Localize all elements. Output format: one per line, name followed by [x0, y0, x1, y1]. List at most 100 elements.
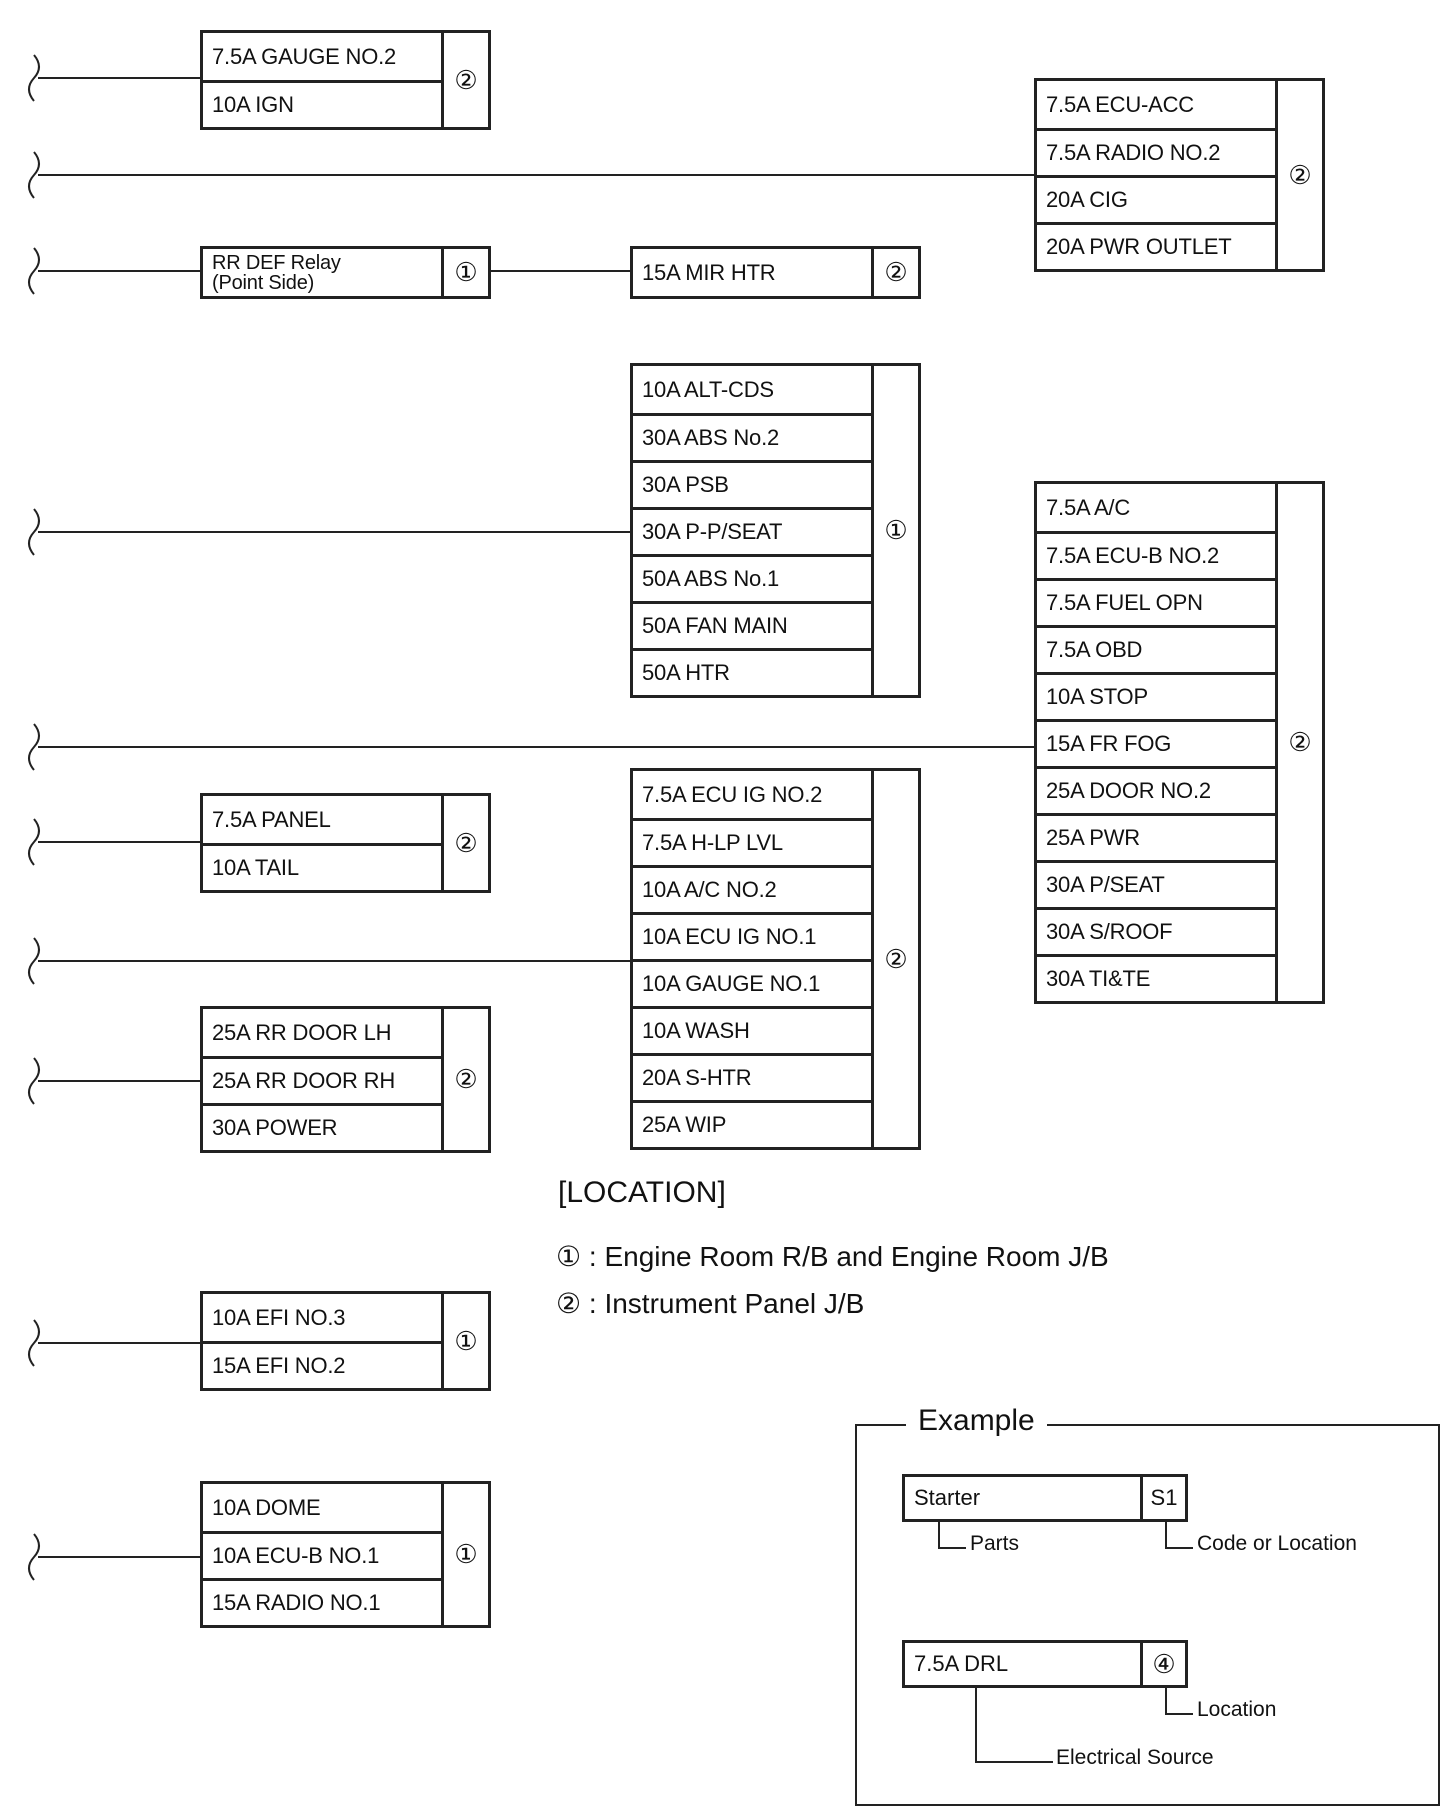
fuse-list: 7.5A PANEL 10A TAIL [203, 796, 444, 890]
location-marker: ② [454, 827, 478, 858]
location-marker: ② [454, 64, 478, 95]
leader-line [975, 1686, 1053, 1763]
break-mark [28, 54, 40, 102]
break-mark [28, 508, 40, 556]
fuse-item: 10A ECU IG NO.1 [633, 912, 871, 959]
fuse-item: 7.5A ECU-B NO.2 [1037, 531, 1275, 578]
fuse-group-panel: 7.5A PANEL 10A TAIL ② [200, 793, 491, 893]
fuse-group-ecu-acc: 7.5A ECU-ACC 7.5A RADIO NO.2 20A CIG 20A… [1034, 78, 1325, 272]
location-marker: ① [454, 1539, 478, 1569]
fuse-list: 10A ALT-CDS 30A ABS No.2 30A PSB 30A P-P… [633, 366, 874, 695]
relay-item: RR DEF Relay (Point Side) [212, 251, 341, 294]
fuse-item: 10A IGN [203, 80, 441, 127]
fuse-group-ac: 7.5A A/C 7.5A ECU-B NO.2 7.5A FUEL OPN 7… [1034, 481, 1325, 1004]
break-mark [28, 937, 40, 985]
location-marker: ② [1288, 159, 1312, 190]
fuse-group-rr-def-relay: RR DEF Relay (Point Side) ① [200, 246, 491, 299]
fuse-item: 10A STOP [1037, 672, 1275, 719]
legend-location-1: ① : Engine Room R/B and Engine Room J/B [556, 1241, 1109, 1272]
fuse-item: 30A S/ROOF [1037, 907, 1275, 954]
location-marker: ① [884, 515, 908, 545]
fuse-list: 10A EFI NO.3 15A EFI NO.2 [203, 1294, 444, 1388]
fuse-item: 30A POWER [203, 1103, 441, 1150]
fuse-item: 7.5A ECU-ACC [1046, 91, 1194, 117]
fuse-item: 25A PWR [1037, 813, 1275, 860]
break-mark [28, 1057, 40, 1105]
fuse-item: 20A S-HTR [633, 1053, 871, 1100]
location-marker: ① [454, 1325, 478, 1356]
fuse-item: 10A EFI NO.3 [212, 1304, 346, 1330]
fuse-item: 10A GAUGE NO.1 [633, 959, 871, 1006]
example-part-name: Starter [905, 1477, 1143, 1519]
fuse-item: 30A ABS No.2 [633, 413, 871, 460]
fuse-item: 7.5A OBD [1037, 625, 1275, 672]
leader-line [1165, 1520, 1193, 1549]
fuse-item: 15A MIR HTR [642, 259, 776, 285]
fuse-list: 7.5A A/C 7.5A ECU-B NO.2 7.5A FUEL OPN 7… [1037, 484, 1278, 1001]
leader-line [938, 1520, 966, 1549]
fuse-list: 7.5A ECU IG NO.2 7.5A H-LP LVL 10A A/C N… [633, 771, 874, 1147]
label-code-or-location: Code or Location [1197, 1532, 1357, 1555]
fuse-item: 10A DOME [212, 1494, 321, 1520]
fuse-item: 15A RADIO NO.1 [203, 1578, 441, 1625]
fuse-item: 10A ECU-B NO.1 [203, 1531, 441, 1578]
example-fuse-name: 7.5A DRL [905, 1643, 1143, 1685]
fuse-item: 30A P-P/SEAT [633, 507, 871, 554]
example-part-code: S1 [1150, 1485, 1178, 1510]
legend-title: [LOCATION] [558, 1176, 726, 1209]
fuse-item: 50A HTR [633, 648, 871, 695]
break-mark [28, 151, 40, 199]
fuse-group-efi: 10A EFI NO.3 15A EFI NO.2 ① [200, 1291, 491, 1391]
fuse-group-ecu-ig: 7.5A ECU IG NO.2 7.5A H-LP LVL 10A A/C N… [630, 768, 921, 1150]
fuse-item: 20A PWR OUTLET [1037, 222, 1275, 269]
location-marker: ① [454, 257, 478, 287]
fuse-group-rr-door: 25A RR DOOR LH 25A RR DOOR RH 30A POWER … [200, 1006, 491, 1153]
fuse-item: 7.5A GAUGE NO.2 [212, 43, 397, 69]
label-parts: Parts [970, 1532, 1020, 1555]
break-mark [28, 723, 40, 771]
example-fuse-box: 7.5A DRL ④ [902, 1640, 1188, 1688]
legend-location-2: ② : Instrument Panel J/B [556, 1288, 865, 1319]
fuse-list: 10A DOME 10A ECU-B NO.1 15A RADIO NO.1 [203, 1484, 444, 1625]
break-mark [28, 1533, 40, 1581]
fuse-list: 25A RR DOOR LH 25A RR DOOR RH 30A POWER [203, 1009, 444, 1150]
fuse-group-dome: 10A DOME 10A ECU-B NO.1 15A RADIO NO.1 ① [200, 1481, 491, 1628]
fuse-item: 30A P/SEAT [1037, 860, 1275, 907]
example-panel [855, 1424, 1440, 1806]
location-marker: ② [1288, 727, 1312, 757]
fuse-item: 10A WASH [633, 1006, 871, 1053]
break-mark [28, 247, 40, 295]
label-location: Location [1197, 1698, 1277, 1721]
fuse-list: 15A MIR HTR [633, 249, 874, 296]
label-electrical-source: Electrical Source [1056, 1746, 1214, 1769]
example-fuse-location: ④ [1152, 1648, 1176, 1679]
location-marker: ② [884, 257, 908, 287]
fuse-item: 20A CIG [1037, 175, 1275, 222]
fuse-item: 50A ABS No.1 [633, 554, 871, 601]
fuse-item: 15A EFI NO.2 [203, 1341, 441, 1388]
fuse-list: 7.5A ECU-ACC 7.5A RADIO NO.2 20A CIG 20A… [1037, 81, 1278, 269]
leader-line [1165, 1686, 1193, 1715]
fuse-item: 50A FAN MAIN [633, 601, 871, 648]
break-mark [28, 818, 40, 866]
fuse-item: 7.5A RADIO NO.2 [1037, 128, 1275, 175]
fuse-item: 30A PSB [633, 460, 871, 507]
fuse-item: 30A TI&TE [1037, 954, 1275, 1001]
fuse-item: 25A RR DOOR RH [203, 1056, 441, 1103]
fuse-item: 25A WIP [633, 1100, 871, 1147]
fuse-group-alt-cds: 10A ALT-CDS 30A ABS No.2 30A PSB 30A P-P… [630, 363, 921, 698]
example-title: Example [906, 1404, 1047, 1438]
fuse-group-mir-htr: 15A MIR HTR ② [630, 246, 921, 299]
fuse-item: 15A FR FOG [1037, 719, 1275, 766]
break-mark [28, 1319, 40, 1367]
fuse-item: 10A TAIL [203, 843, 441, 890]
fuse-item: 7.5A ECU IG NO.2 [642, 781, 823, 807]
fuse-item: 25A RR DOOR LH [212, 1019, 392, 1045]
fuse-item: 7.5A H-LP LVL [633, 818, 871, 865]
location-marker: ② [884, 943, 908, 974]
fuse-list: 7.5A GAUGE NO.2 10A IGN [203, 33, 444, 127]
fuse-list: RR DEF Relay (Point Side) [203, 249, 444, 296]
fuse-item: 10A A/C NO.2 [633, 865, 871, 912]
fuse-item: 25A DOOR NO.2 [1037, 766, 1275, 813]
